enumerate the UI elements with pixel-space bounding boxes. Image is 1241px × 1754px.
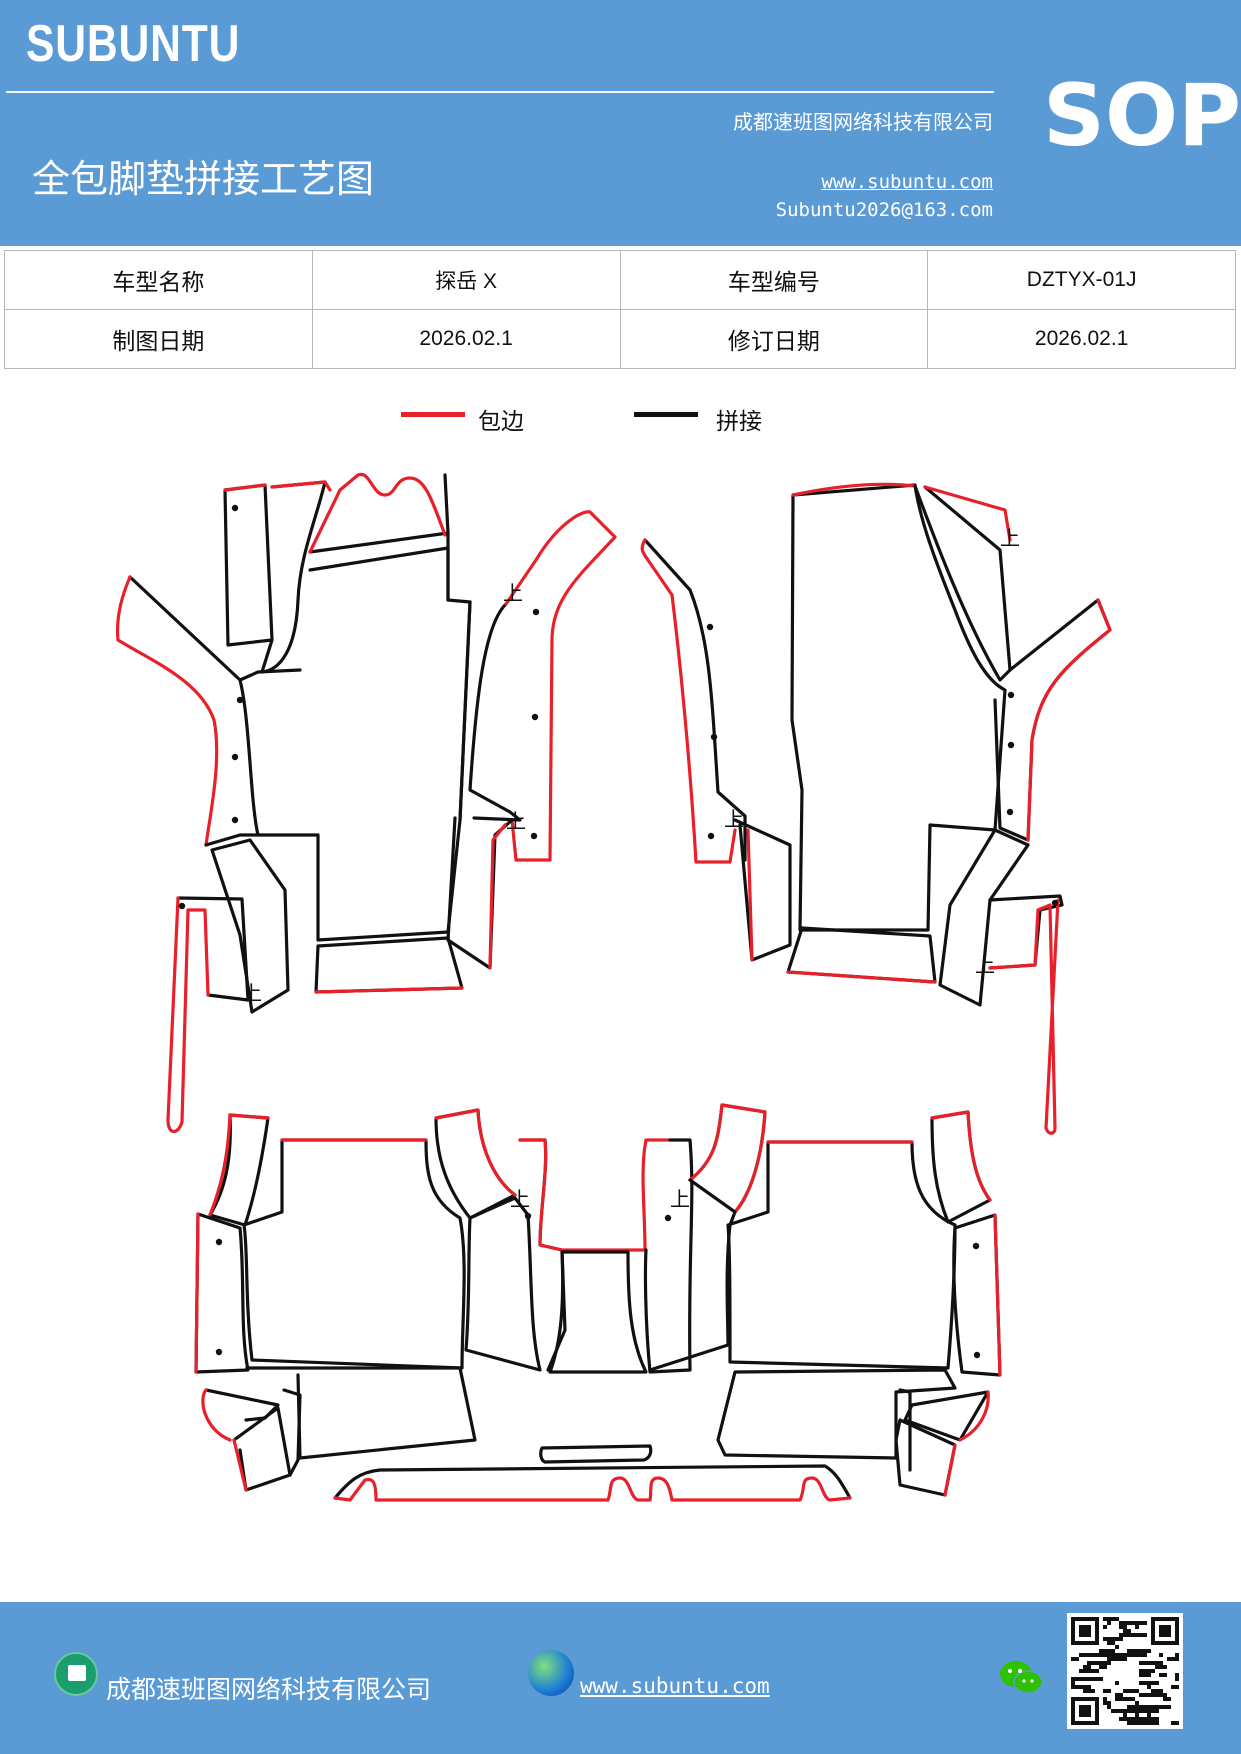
rivet-dot <box>532 608 540 616</box>
rivet-dot <box>215 1348 223 1356</box>
rivet-dot <box>972 1242 980 1250</box>
legend: 包边 拼接 <box>0 402 1241 442</box>
up-mark: 上 <box>506 809 526 833</box>
rivet-dot <box>664 1214 672 1222</box>
rivet-dot <box>231 816 239 824</box>
footer-company: 成都速班图网络科技有限公司 <box>106 1675 432 1704</box>
header-company: 成都速班图网络科技有限公司 <box>733 110 993 134</box>
revise-date-label: 修订日期 <box>619 309 929 369</box>
up-mark: 上 <box>670 1187 690 1211</box>
doc-type-badge: SOP <box>1043 66 1241 166</box>
model-code-value: DZTYX-01J <box>927 250 1236 310</box>
revise-date-value: 2026.02.1 <box>927 309 1236 369</box>
front-left-mat <box>115 472 472 1134</box>
up-mark: 上 <box>975 953 995 977</box>
legend-splice-swatch <box>634 412 698 417</box>
brand-logo: SUBUNTU <box>26 15 241 73</box>
front-right-mat <box>640 482 1112 1135</box>
rivet-dot <box>1007 691 1015 699</box>
header-website-link[interactable]: www.subuntu.com <box>821 171 993 193</box>
rivet-dot <box>524 1212 532 1220</box>
wechat-icon[interactable] <box>998 1658 1044 1698</box>
qr-code-icon <box>1067 1613 1183 1729</box>
rivet-dot <box>531 713 539 721</box>
rivet-dot <box>530 832 538 840</box>
rivet-dot <box>973 1351 981 1359</box>
rear-right-mat <box>643 1103 1002 1497</box>
draw-date-value: 2026.02.1 <box>311 309 621 369</box>
tunnel-pieces <box>333 1444 852 1502</box>
footer-website-link[interactable]: www.subuntu.com <box>580 1674 770 1698</box>
front-left-side-piece <box>446 510 617 970</box>
footer-bar: 成都速班图网络科技有限公司 www.subuntu.com <box>0 1602 1241 1754</box>
rivet-dot <box>215 1238 223 1246</box>
up-mark: 上 <box>242 981 262 1005</box>
header-email: Subuntu2026@163.com <box>775 199 993 221</box>
up-mark: 上 <box>510 1187 530 1211</box>
rivet-dot <box>707 832 715 840</box>
up-mark: 上 <box>1000 526 1020 550</box>
legend-edge-swatch <box>401 412 465 417</box>
model-name-value: 探岳 X <box>311 250 621 310</box>
model-code-label: 车型编号 <box>619 250 929 310</box>
legend-splice-label: 拼接 <box>716 409 762 435</box>
table-row: 制图日期 2026.02.1 修订日期 2026.02.1 <box>4 309 1236 369</box>
rivet-dot <box>706 623 714 631</box>
header-divider <box>6 91 994 93</box>
model-name-label: 车型名称 <box>4 250 313 310</box>
rivet-markers <box>178 504 1059 1359</box>
rivet-dot <box>1006 808 1014 816</box>
globe-icon <box>528 1650 574 1696</box>
legend-edge-label: 包边 <box>478 409 524 435</box>
rear-left-mat <box>194 1108 672 1492</box>
up-mark: 上 <box>724 807 744 831</box>
rivet-dot <box>231 753 239 761</box>
info-table: 车型名称 探岳 X 车型编号 DZTYX-01J 制图日期 2026.02.1 … <box>4 250 1236 369</box>
draw-date-label: 制图日期 <box>4 309 313 369</box>
building-icon <box>54 1652 98 1696</box>
up-mark: 上 <box>503 581 523 605</box>
rivet-dot <box>231 504 239 512</box>
header-banner: SUBUNTU 成都速班图网络科技有限公司 全包脚垫拼接工艺图 www.subu… <box>0 0 1241 246</box>
rivet-dot <box>710 733 718 741</box>
document-title: 全包脚垫拼接工艺图 <box>32 157 375 201</box>
up-orientation-marks: 上上上上上上上上 <box>242 526 1020 1211</box>
table-row: 车型名称 探岳 X 车型编号 DZTYX-01J <box>4 250 1236 310</box>
rivet-dot <box>1051 899 1059 907</box>
rivet-dot <box>178 902 186 910</box>
rivet-dot <box>236 696 244 704</box>
rivet-dot <box>1007 741 1015 749</box>
